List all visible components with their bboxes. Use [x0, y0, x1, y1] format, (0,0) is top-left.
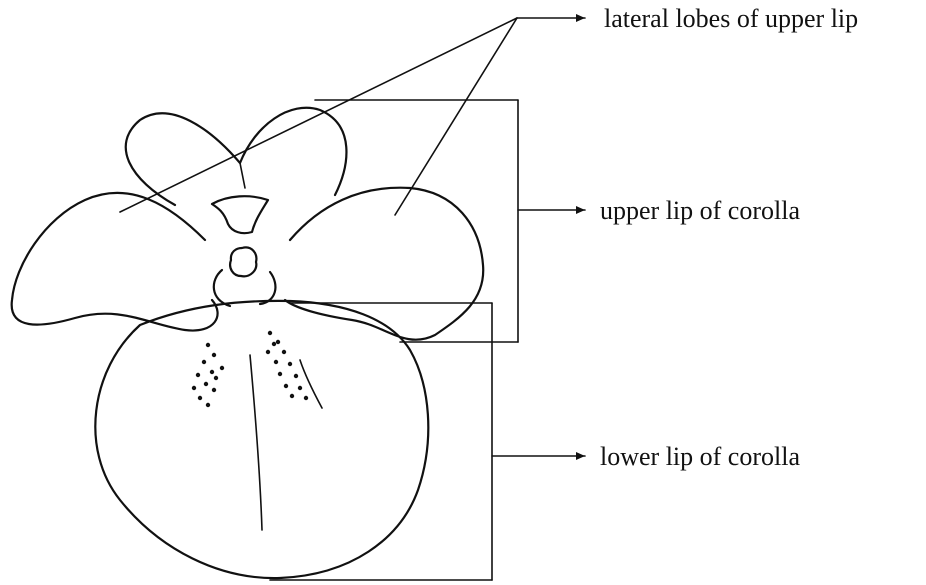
throat-left: [214, 270, 230, 306]
speckle-dot: [192, 386, 196, 390]
right-lateral-lobe: [285, 188, 483, 340]
arrow-upper-lip: [576, 206, 585, 214]
label-lower-lip: lower lip of corolla: [600, 444, 800, 470]
speckle-dot: [304, 396, 308, 400]
speckle-dot: [220, 366, 224, 370]
label-lateral-lobes: lateral lobes of upper lip: [604, 6, 858, 32]
speckle-dot: [214, 376, 218, 380]
speckle-dot: [272, 342, 276, 346]
speckle-dot: [202, 360, 206, 364]
speckle-dot: [198, 396, 202, 400]
palate: [212, 196, 268, 233]
stigma-ring: [230, 247, 256, 276]
speckle-dot: [278, 372, 282, 376]
speckle-dot: [290, 394, 294, 398]
speckle-dot: [294, 374, 298, 378]
speckle-dot: [268, 331, 272, 335]
speckle-dot: [276, 340, 280, 344]
speckle-dot: [298, 386, 302, 390]
speckle-dot: [212, 353, 216, 357]
speckle-dot: [288, 362, 292, 366]
top-petal-midline: [240, 163, 245, 188]
throat-right: [260, 272, 275, 304]
label-upper-lip: upper lip of corolla: [600, 198, 800, 224]
speckle-dot: [282, 350, 286, 354]
speckle-dot: [274, 360, 278, 364]
speckle-dot: [266, 350, 270, 354]
speckle-dot: [196, 373, 200, 377]
speckle-dot: [210, 370, 214, 374]
arrow-lateral-lobes: [576, 14, 585, 22]
speckle-dot: [206, 343, 210, 347]
speckle-dot: [206, 403, 210, 407]
lower-lip-outline: [95, 301, 428, 578]
speckle-dot: [284, 384, 288, 388]
lower-lip-streak: [300, 360, 322, 408]
speckle-dot: [212, 388, 216, 392]
arrow-lower-lip: [576, 452, 585, 460]
speckle-dot: [204, 382, 208, 386]
lower-lip-midline: [250, 355, 262, 530]
top-petal-outline: [126, 108, 347, 205]
